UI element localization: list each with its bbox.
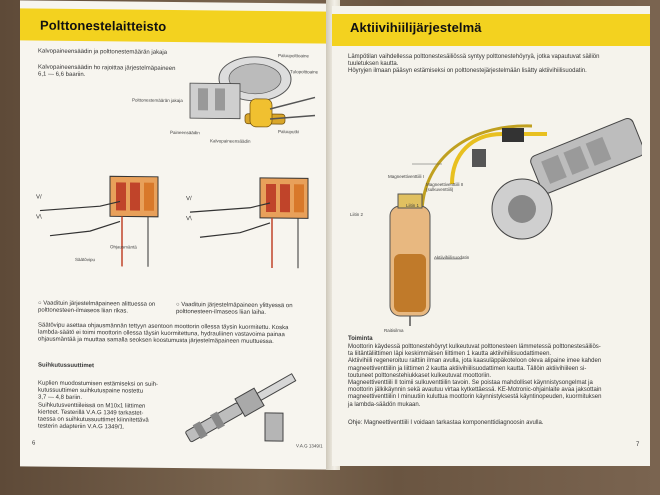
schematic-rich-mixture: V/ V\ [36,175,159,267]
tool-label: V.A.G 1349/1 [296,443,323,449]
left-page: Polttonestelaitteisto Kalvopaineensäädin… [20,0,332,470]
fig1-label-6: Paluuputki [278,129,300,135]
section-injectors-text: Kuplien muodostumisen estämiseksi on sui… [38,380,159,431]
label-charcoal-canister: Aktiivihiilisuodatin [434,255,470,260]
pressure-regulator-illustration [189,56,316,128]
schematic-lean-mixture: V/ V\ [186,177,309,269]
right-body-text: Moottorin käydessä polttonestehöyryt kul… [348,344,602,408]
left-body-text: Säätövipu asettaa ohjausmännän tettyyn a… [38,322,289,346]
right-intro: Lämpötilan vaihdellessa polttonestesäili… [348,54,600,75]
fig1-label-1: Polttonestemäärän jakaja [132,97,183,104]
label-connector-1: Liitin 1 [406,203,420,208]
label-connector-2: Liitin 2 [350,212,364,217]
fig1-label-2: Paineensäädin [170,129,200,136]
fig1-label-4: Paluupolttoaine [278,53,310,59]
left-intro: Kalvopaineensäädin ho rajoittaa järjeste… [38,64,176,79]
fig1-label-5: Tulopolttoaine [290,69,319,75]
svg-text:V\: V\ [186,216,192,222]
charcoal-canister-diagram [389,118,642,326]
right-page-number: 7 [636,442,640,448]
right-note: Ohje: Magneettiventtiili I voidaan tarka… [348,420,544,426]
left-subhead: Kalvopaineensäädin ja polttonestemäärän … [38,48,168,56]
caption-rich: ○ Vaadituin järjestelmäpaineen alittuess… [38,300,156,315]
label-fresh-air: Raitisilma [384,328,404,333]
fig2-label-control-piston: Ohjausmäntä [110,244,137,250]
svg-text:V/: V/ [186,196,192,202]
left-page-heading: Polttonestelaitteisto [40,17,167,34]
right-page: Aktiivihiilijärjestelmä Lämpötilan vaihd… [332,6,650,466]
label-solenoid-valve-2: Magneettiventtiili II (sulkuventtiili) [426,182,464,192]
svg-text:V/: V/ [36,195,42,201]
fig1-label-3: Kalvopaineensäädin [210,138,251,144]
label-solenoid-valve-1: Magneettiventtiili I [388,174,425,179]
right-heading-band [332,14,650,46]
right-page-heading: Aktiivihiilijärjestelmä [350,20,482,35]
svg-text:V\: V\ [36,215,42,221]
fig2-label-lever: Säätövipu [75,256,96,263]
left-page-number: 6 [32,440,36,447]
section-injectors-title: Suihkutussuuttimet [38,362,95,370]
section-function-title: Toiminta [348,336,373,342]
injector-adapter-illustration [185,373,297,443]
caption-lean: ○ Vaadituin järjestelmäpaineen ylittyess… [176,302,293,317]
